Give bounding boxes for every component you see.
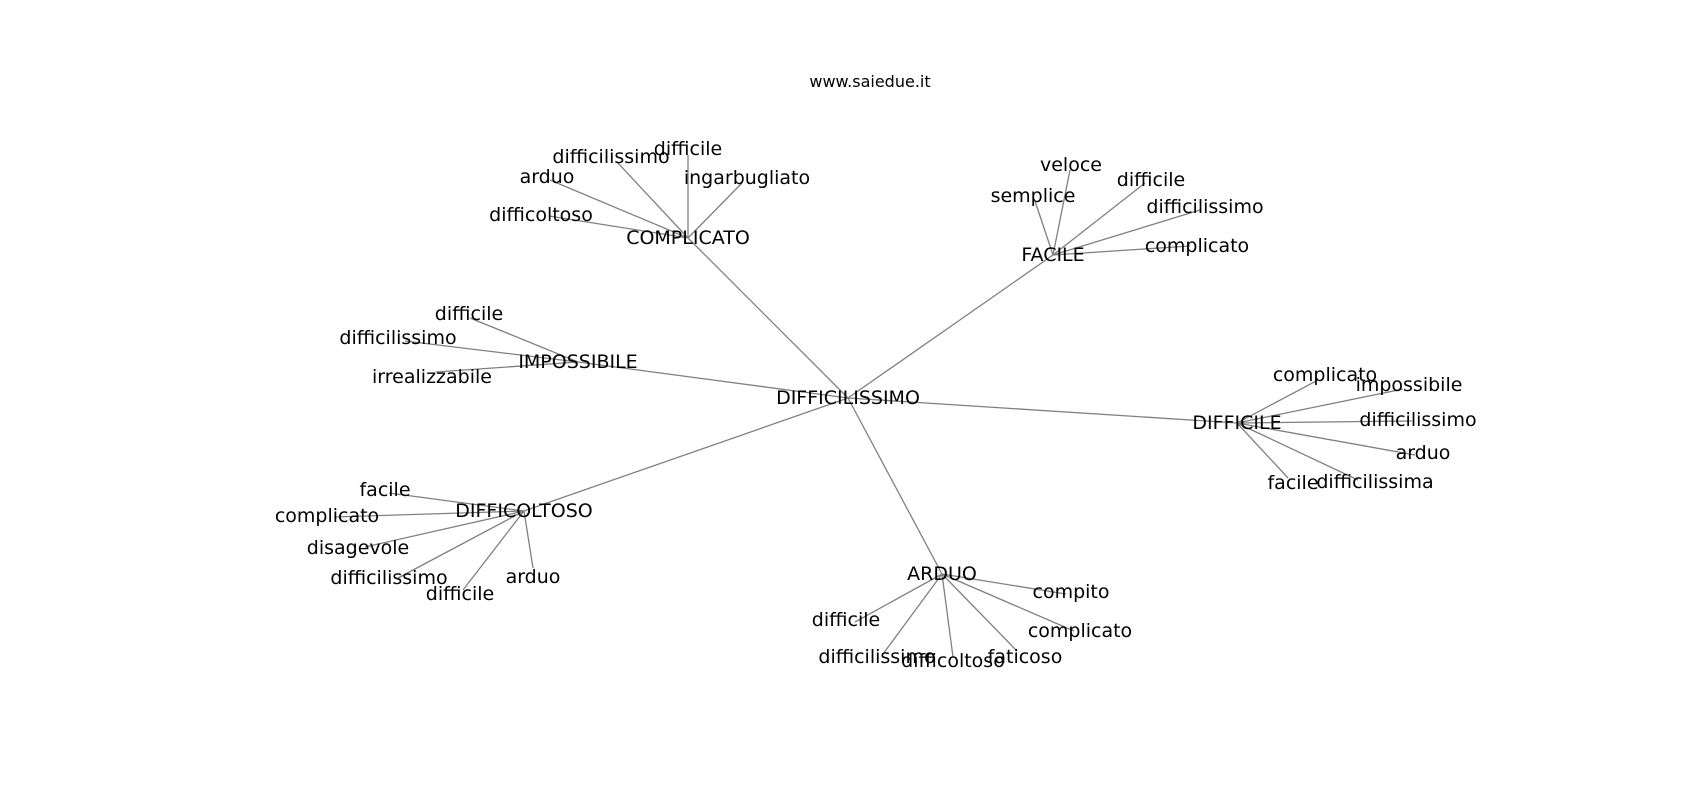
node-hub-impossibile: IMPOSSIBILE: [518, 351, 637, 373]
node-leaf-impossibile-irrealizzabile: irrealizzabile: [372, 366, 492, 388]
edge-difficoltoso-difficilissimo: [397, 510, 525, 579]
edge-difficoltoso-disagevole: [364, 510, 525, 548]
edge-complicato-difficoltoso: [548, 215, 689, 239]
graph-edges: [333, 155, 1416, 658]
edge-difficoltoso-facile: [388, 492, 525, 512]
edge-facile-difficile: [1052, 182, 1146, 256]
node-leaf-facile-veloce: veloce: [1040, 154, 1102, 176]
node-leaf-difficile-difficilissimo: difficilissimo: [1359, 409, 1476, 431]
node-leaf-arduo-complicato: complicato: [1028, 620, 1132, 642]
edge-difficile-difficilissima: [1236, 422, 1359, 481]
edge-center-impossibile: [577, 361, 849, 399]
edge-difficoltoso-difficile: [462, 510, 525, 591]
edge-facile-complicato: [1052, 245, 1191, 256]
node-leaf-arduo-difficoltoso: difficoltoso: [901, 650, 1005, 672]
node-leaf-facile-semplice: semplice: [991, 185, 1076, 207]
edge-arduo-faticoso: [941, 573, 1018, 652]
site-title: www.saiedue.it: [809, 72, 931, 91]
edge-difficile-arduo: [1236, 422, 1416, 456]
node-hub-arduo: ARDUO: [907, 563, 977, 585]
node-leaf-difficoltoso-difficile: difficile: [426, 583, 494, 605]
edge-facile-difficilissimo: [1052, 209, 1201, 256]
node-leaf-impossibile-difficile: difficile: [435, 303, 503, 325]
node-leaf-arduo-difficile: difficile: [812, 609, 880, 631]
node-leaf-complicato-ingarbugliato: ingarbugliato: [684, 167, 810, 189]
node-leaf-complicato-difficile: difficile: [654, 138, 722, 160]
edge-arduo-compito: [941, 573, 1067, 595]
edge-center-complicato: [687, 237, 849, 399]
node-hub-complicato: COMPLICATO: [626, 227, 750, 249]
node-leaf-difficoltoso-arduo: arduo: [506, 566, 561, 588]
edge-facile-veloce: [1052, 169, 1071, 256]
node-leaf-difficoltoso-disagevole: disagevole: [307, 537, 409, 559]
edge-arduo-difficilissimo: [882, 573, 943, 655]
edge-difficoltoso-complicato: [333, 510, 525, 518]
node-leaf-difficoltoso-complicato: complicato: [275, 505, 379, 527]
node-hub-facile: FACILE: [1021, 244, 1084, 266]
edge-impossibile-irrealizzabile: [435, 361, 579, 373]
node-leaf-difficile-impossibile: impossibile: [1356, 374, 1463, 396]
edge-impossibile-difficile: [469, 317, 579, 363]
node-leaf-arduo-faticoso: faticoso: [988, 646, 1063, 668]
edge-arduo-difficile: [854, 573, 943, 623]
node-leaf-facile-difficilissimo: difficilissimo: [1146, 196, 1263, 218]
node-leaf-difficile-arduo: arduo: [1396, 442, 1451, 464]
node-leaf-facile-difficile: difficile: [1117, 169, 1185, 191]
node-leaf-difficoltoso-facile: facile: [359, 479, 410, 501]
node-leaf-complicato-difficoltoso: difficoltoso: [489, 204, 593, 226]
edge-arduo-difficoltoso: [941, 573, 954, 658]
node-leaf-difficile-difficilissima: difficilissima: [1316, 471, 1433, 493]
graph-labels: DIFFICILISSIMOCOMPLICATOdifficilediffici…: [275, 138, 1477, 672]
node-leaf-difficoltoso-difficilissimo: difficilissimo: [330, 567, 447, 589]
edge-facile-semplice: [1034, 200, 1054, 256]
node-leaf-difficile-facile: facile: [1267, 472, 1318, 494]
node-leaf-facile-complicato: complicato: [1145, 235, 1249, 257]
edge-difficile-facile: [1236, 422, 1289, 479]
edge-impossibile-difficilissimo: [404, 340, 579, 363]
edge-center-arduo: [847, 397, 943, 575]
edge-difficoltoso-arduo: [523, 510, 534, 569]
edge-complicato-arduo: [549, 179, 689, 239]
edge-difficile-complicato: [1236, 379, 1319, 424]
edge-center-difficoltoso: [523, 397, 849, 512]
node-hub-difficoltoso: DIFFICOLTOSO: [455, 500, 592, 522]
node-leaf-complicato-arduo: arduo: [520, 166, 575, 188]
edge-difficile-difficilissimo: [1236, 420, 1413, 424]
node-leaf-difficile-complicato: complicato: [1273, 364, 1377, 386]
edge-center-difficile: [847, 397, 1238, 424]
node-hub-difficile: DIFFICILE: [1192, 412, 1281, 434]
edge-difficile-impossibile: [1236, 388, 1404, 424]
node-leaf-impossibile-difficilissimo: difficilissimo: [339, 327, 456, 349]
node-leaf-arduo-compito: compito: [1033, 581, 1110, 603]
edge-arduo-complicato: [941, 573, 1075, 632]
edge-complicato-difficilissimo: [616, 161, 689, 239]
edge-complicato-ingarbugliato: [687, 182, 743, 239]
node-center-difficilissimo: DIFFICILISSIMO: [776, 387, 920, 409]
node-leaf-arduo-difficilissimo: difficilissimo: [818, 646, 935, 668]
edge-center-facile: [847, 254, 1054, 399]
node-leaf-complicato-difficilissimo: difficilissimo: [552, 146, 669, 168]
